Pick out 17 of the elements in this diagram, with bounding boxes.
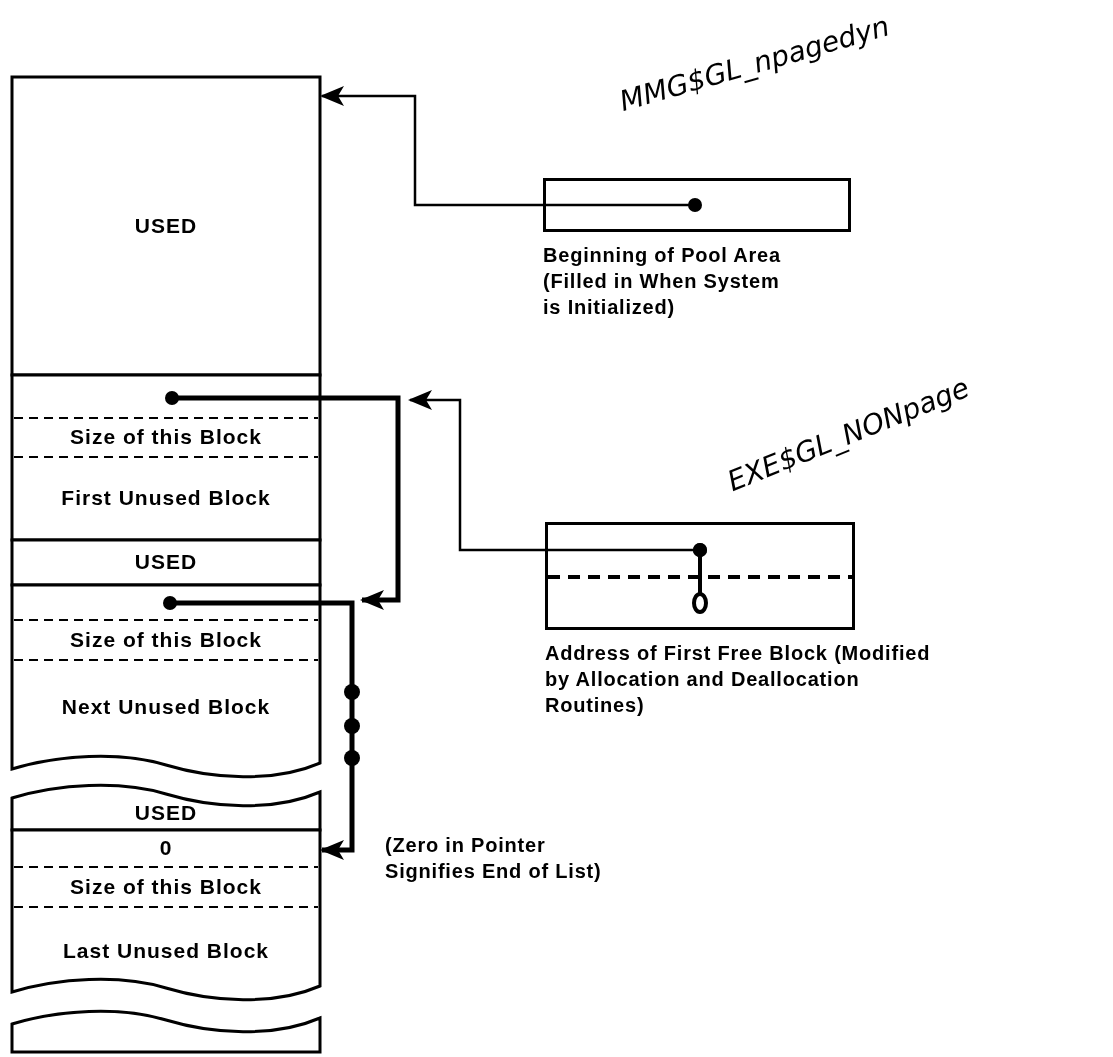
- block-label: Size of this Block: [70, 874, 262, 900]
- block-label: Size of this Block: [70, 425, 262, 450]
- pointer-arrow: [165, 391, 401, 610]
- block-label: 0: [159, 836, 173, 861]
- block-label: USED: [134, 800, 198, 826]
- block-label: Next Unused Block: [61, 695, 271, 720]
- block-label: USED: [134, 550, 198, 575]
- pointer-arrow: [163, 596, 355, 860]
- block-label: Last Unused Block: [62, 938, 269, 964]
- field-caption: Beginning of Pool Area (Filled in When System is Initialized): [543, 243, 782, 320]
- pointer-arrow: [320, 86, 702, 212]
- pointer-arrow: [408, 390, 707, 557]
- block-label: Size of this Block: [70, 627, 262, 653]
- note-text: (Zero in Pointer Signifies End of List): [385, 833, 603, 884]
- block-label: USED: [134, 213, 198, 239]
- block-label: First Unused Block: [61, 486, 271, 511]
- field-caption: Address of First Free Block (Modified by Allocation and Deallocation Routines): [545, 641, 932, 718]
